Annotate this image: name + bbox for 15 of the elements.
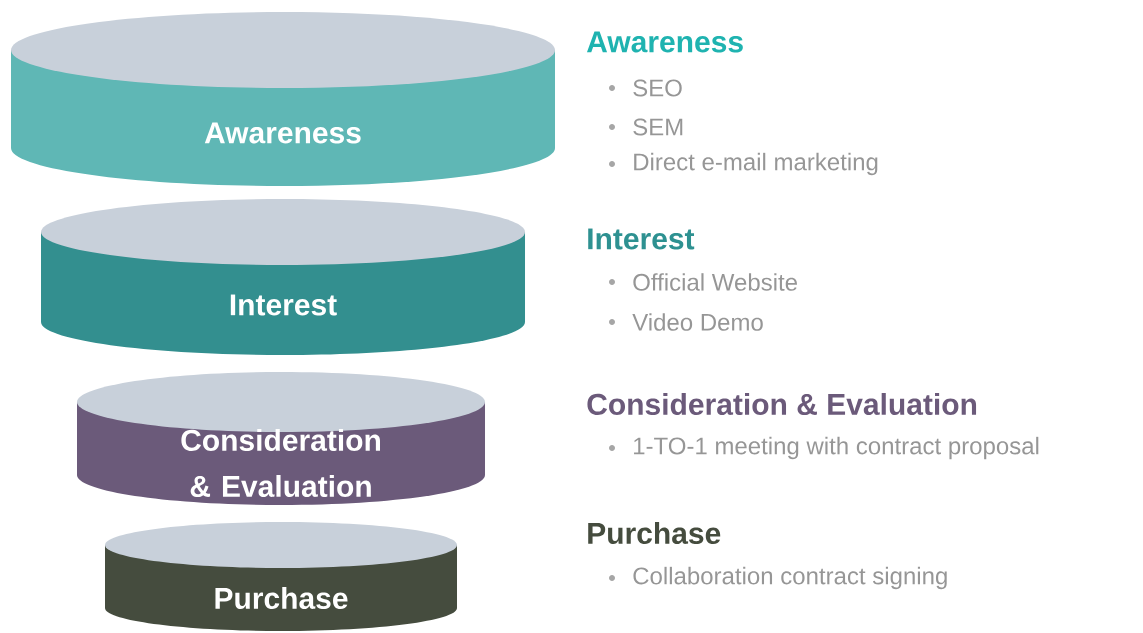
- bullet-item: SEM: [609, 118, 683, 136]
- bullet-item: Official Website: [609, 273, 797, 291]
- funnel-disc: Awareness: [11, 12, 555, 186]
- stage-heading: Purchase: [588, 522, 721, 545]
- stage-heading: Consideration & Evaluation: [587, 393, 977, 416]
- funnel-disc: Interest: [41, 199, 525, 355]
- stage-heading: Awareness: [586, 31, 743, 53]
- bullet-item: Collaboration contract signing: [609, 566, 947, 590]
- bullet-item: Direct e-mail marketing: [609, 152, 878, 176]
- bullet-item: 1-TO-1 meeting with contract proposal: [609, 436, 1039, 460]
- funnel-disc: Consideration & Evaluation: [77, 372, 485, 505]
- bullet-item: Video Demo: [609, 313, 763, 331]
- bullet-item: SEO: [609, 79, 682, 97]
- stage-heading: Interest: [588, 228, 695, 250]
- funnel-disc: Purchase: [105, 522, 457, 631]
